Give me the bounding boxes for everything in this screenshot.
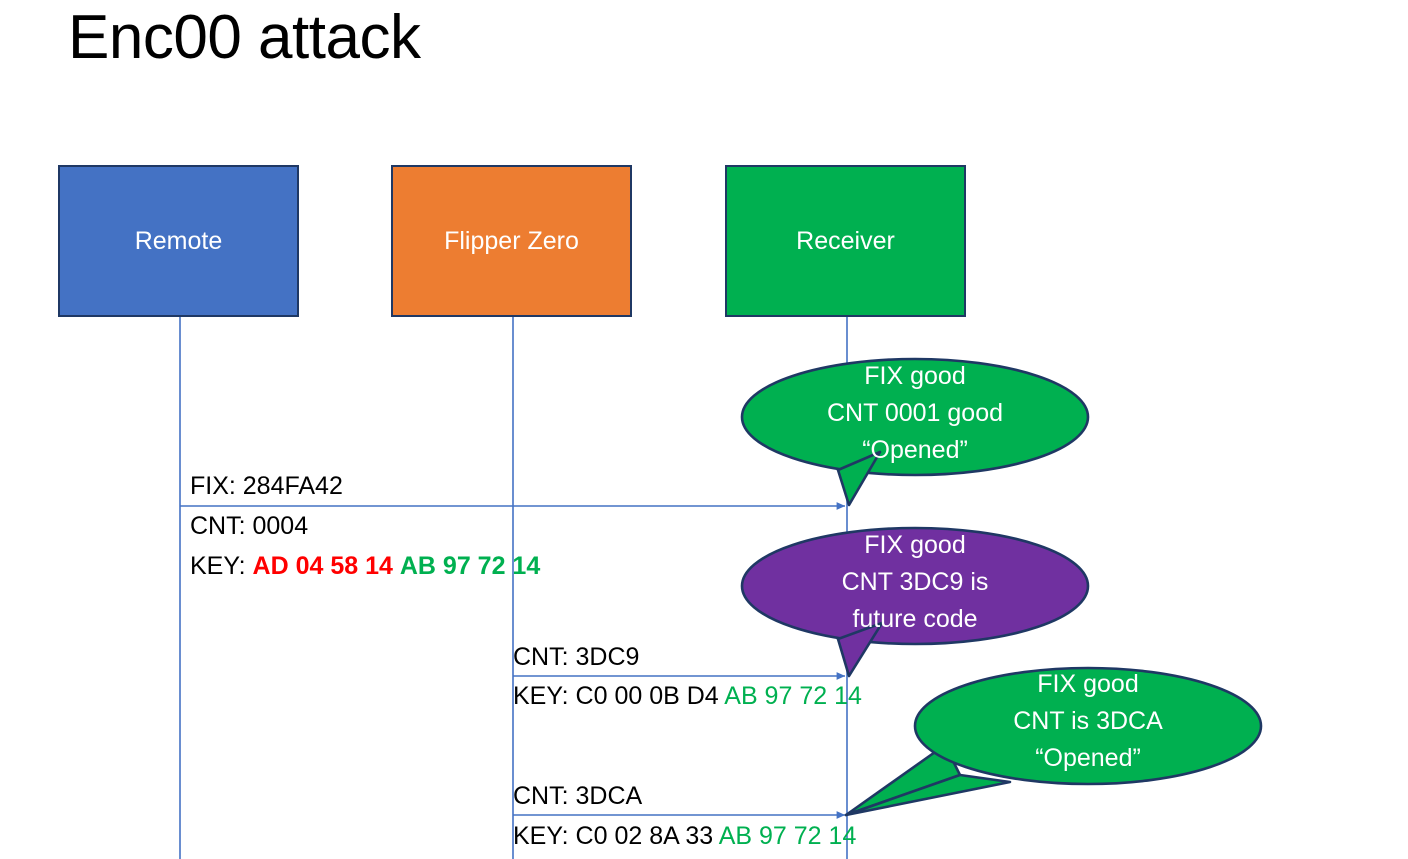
message-1-key-line: KEY: AD 04 58 14 AB 97 72 14	[190, 548, 540, 585]
message-3-key-label: KEY: C0 02 8A 33	[513, 822, 714, 850]
speech-bubble-1-line-2: CNT 0001 good	[826, 399, 1004, 427]
page-title: Enc00 attack	[68, 3, 421, 72]
message-1-key-hex-green: AB 97 72 14	[399, 552, 541, 580]
speech-bubble-1-line-3: “Opened”	[862, 436, 968, 464]
speech-bubble-2-text: FIX good CNT 3DC9 is future code	[790, 527, 1040, 638]
actor-box-flipper[interactable]: Flipper Zero	[391, 165, 632, 317]
message-2-cnt-label: CNT: 3DC9	[513, 643, 640, 671]
speech-bubble-3	[844, 666, 1263, 817]
speech-bubble-1	[740, 357, 1090, 507]
actor-box-remote[interactable]: Remote	[58, 165, 299, 317]
message-3-key-line: KEY: C0 02 8A 33 AB 97 72 14	[513, 818, 856, 855]
message-2-key-label: KEY: C0 00 0B D4	[513, 682, 719, 710]
message-1-key-label: KEY:	[190, 552, 246, 580]
message-2-key-hex-green: AB 97 72 14	[724, 682, 862, 710]
message-3-cnt-label: CNT: 3DCA	[513, 782, 643, 810]
speech-bubble-3-line-1: FIX good	[1037, 670, 1139, 698]
speech-bubble-3-line-2: CNT is 3DCA	[1013, 707, 1163, 735]
speech-bubble-2-line-1: FIX good	[864, 531, 966, 559]
speech-bubble-2-line-2: CNT 3DC9 is	[841, 568, 989, 596]
speech-bubble-2	[740, 526, 1090, 678]
speech-bubble-1-line-1: FIX good	[864, 362, 966, 390]
actor-label-receiver: Receiver	[796, 226, 895, 255]
message-1-fix-label: FIX: 284FA42	[190, 472, 343, 500]
speech-bubble-3-text: FIX good CNT is 3DCA “Opened”	[963, 666, 1213, 777]
actor-label-remote: Remote	[134, 226, 223, 255]
message-3-key-hex-green: AB 97 72 14	[718, 822, 857, 850]
speech-bubble-3-line-3: “Opened”	[1035, 744, 1141, 772]
message-1-key-hex-red: AD 04 58 14	[252, 552, 393, 580]
message-2-key-line: KEY: C0 00 0B D4 AB 97 72 14	[513, 678, 862, 715]
speech-bubble-1-text: FIX good CNT 0001 good “Opened”	[790, 358, 1040, 469]
message-1-cnt-label: CNT: 0004	[190, 512, 309, 540]
actor-box-receiver[interactable]: Receiver	[725, 165, 966, 317]
actor-label-flipper: Flipper Zero	[444, 226, 579, 255]
speech-bubble-2-line-3: future code	[852, 605, 978, 633]
